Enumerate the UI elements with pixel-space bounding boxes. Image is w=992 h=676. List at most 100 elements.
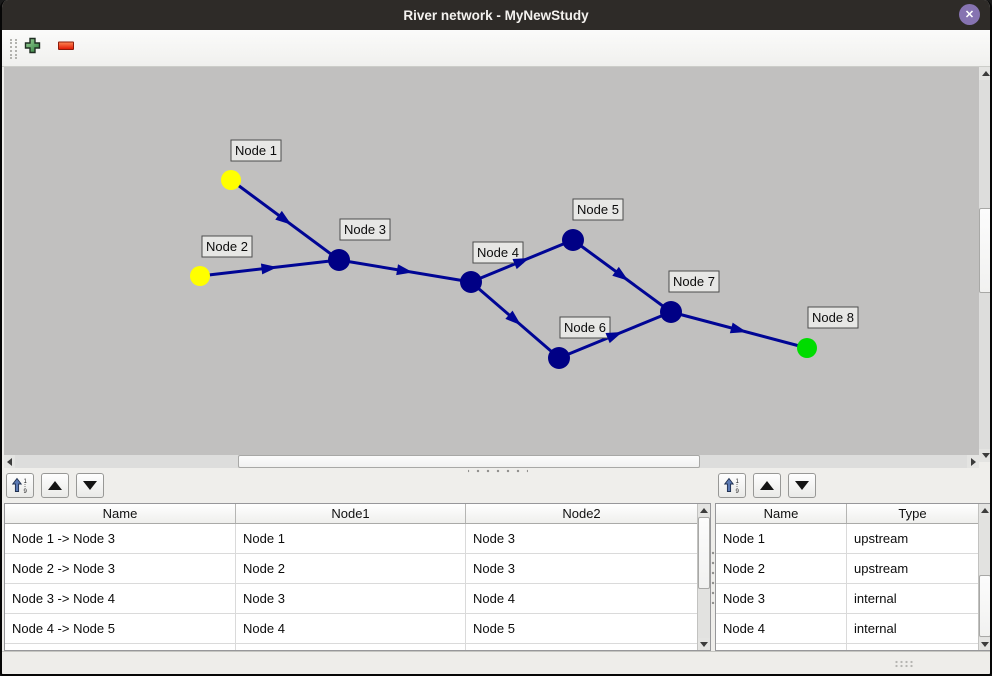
edge-arrow-icon <box>605 331 623 344</box>
table-cell <box>466 644 697 650</box>
table-cell: Node 3 <box>473 561 515 576</box>
node-label-box <box>572 198 624 221</box>
node-label-box <box>339 218 391 241</box>
table-row-partial <box>716 644 978 650</box>
table-scroll-handle[interactable] <box>698 517 710 589</box>
move-down-button[interactable] <box>788 473 816 498</box>
table-cell: Node 5 <box>473 621 515 636</box>
table-cell <box>236 644 466 650</box>
resize-grip[interactable] <box>894 660 914 668</box>
node-label: Node 4 <box>477 245 519 260</box>
table-cell: Node 3 -> Node 4 <box>5 584 236 613</box>
node-node-5[interactable] <box>562 229 584 251</box>
node-label: Node 8 <box>812 310 854 325</box>
scroll-up-button[interactable] <box>698 504 710 516</box>
scroll-up-button[interactable] <box>979 504 990 516</box>
column-header[interactable]: Type <box>898 506 927 521</box>
window-title: River network - MyNewStudy <box>403 7 589 23</box>
arrow-down-icon <box>700 641 708 647</box>
move-up-button[interactable] <box>753 473 781 498</box>
table-row[interactable]: Node 3 internal <box>716 584 978 614</box>
arrow-down-icon <box>981 641 989 647</box>
arrow-up-icon <box>981 71 990 76</box>
node-node-7[interactable] <box>660 301 682 323</box>
sort-button[interactable]: 1 9 <box>6 473 34 498</box>
node-node-4[interactable] <box>460 271 482 293</box>
main-toolbar <box>2 30 990 67</box>
arrow-up-icon <box>700 507 708 513</box>
scroll-down-button[interactable] <box>698 638 710 650</box>
add-node-button[interactable] <box>24 37 41 59</box>
column-header[interactable]: Name <box>716 504 847 523</box>
canvas-horizontal-scrollbar[interactable] <box>4 455 979 468</box>
node-label-box <box>472 241 524 264</box>
scroll-up-button[interactable] <box>979 67 990 80</box>
scroll-down-button[interactable] <box>979 638 990 650</box>
svg-text:1: 1 <box>735 479 739 485</box>
node-table-header: Name Type <box>716 504 978 524</box>
table-cell: Node 3 <box>236 584 466 613</box>
column-header[interactable]: Node1 <box>236 504 466 523</box>
node-label: Node 6 <box>564 320 606 335</box>
status-bar <box>2 651 990 674</box>
sort-button[interactable]: 1 9 <box>718 473 746 498</box>
node-node-6[interactable] <box>548 347 570 369</box>
sort-ascending-icon: 1 9 <box>723 477 739 494</box>
vertical-scroll-handle[interactable] <box>979 208 990 293</box>
node-table-scrollbar[interactable] <box>978 504 990 650</box>
move-up-button[interactable] <box>41 473 69 498</box>
toolbar-grip-handle[interactable] <box>10 39 17 59</box>
node-node-2[interactable] <box>190 266 210 286</box>
scroll-left-button[interactable] <box>4 455 15 468</box>
table-cell: internal <box>854 591 897 606</box>
node-label: Node 2 <box>206 239 248 254</box>
node-label-box <box>230 139 282 162</box>
table-cell: Node 4 -> Node 5 <box>5 614 236 643</box>
node-label-box <box>559 316 611 339</box>
table-scroll-handle[interactable] <box>979 575 990 637</box>
table-cell: Node 2 <box>716 554 847 583</box>
horizontal-splitter-handle[interactable] <box>468 469 528 473</box>
remove-button[interactable] <box>57 37 75 59</box>
table-cell: Node 2 <box>236 554 466 583</box>
branch-table-scrollbar[interactable] <box>697 504 710 650</box>
table-cell: Node 3 <box>716 584 847 613</box>
node-label: Node 1 <box>235 143 277 158</box>
table-cell: Node 1 <box>716 524 847 553</box>
close-button[interactable]: ✕ <box>959 4 980 25</box>
node-node-1[interactable] <box>221 170 241 190</box>
arrow-down-icon <box>981 453 990 458</box>
canvas-vertical-scrollbar[interactable] <box>979 67 990 462</box>
table-cell: Node 3 <box>473 531 515 546</box>
scroll-down-button[interactable] <box>979 449 990 462</box>
table-cell <box>716 644 847 650</box>
node-node-8[interactable] <box>797 338 817 358</box>
vertical-splitter-handle[interactable] <box>711 548 715 604</box>
node-label-box <box>201 235 253 258</box>
node-node-3[interactable] <box>328 249 350 271</box>
move-down-button[interactable] <box>76 473 104 498</box>
edge-arrow-icon <box>512 257 530 270</box>
scroll-right-button[interactable] <box>967 455 979 468</box>
horizontal-scroll-handle[interactable] <box>238 455 700 468</box>
green-plus-icon <box>24 37 41 54</box>
svg-text:9: 9 <box>735 489 739 494</box>
column-header[interactable]: Name <box>5 504 236 523</box>
node-label: Node 5 <box>577 202 619 217</box>
arrow-up-icon <box>981 507 989 513</box>
edge-arrow-icon <box>505 310 522 326</box>
column-header[interactable]: Node2 <box>562 506 601 521</box>
edge-arrow-icon <box>396 264 413 276</box>
